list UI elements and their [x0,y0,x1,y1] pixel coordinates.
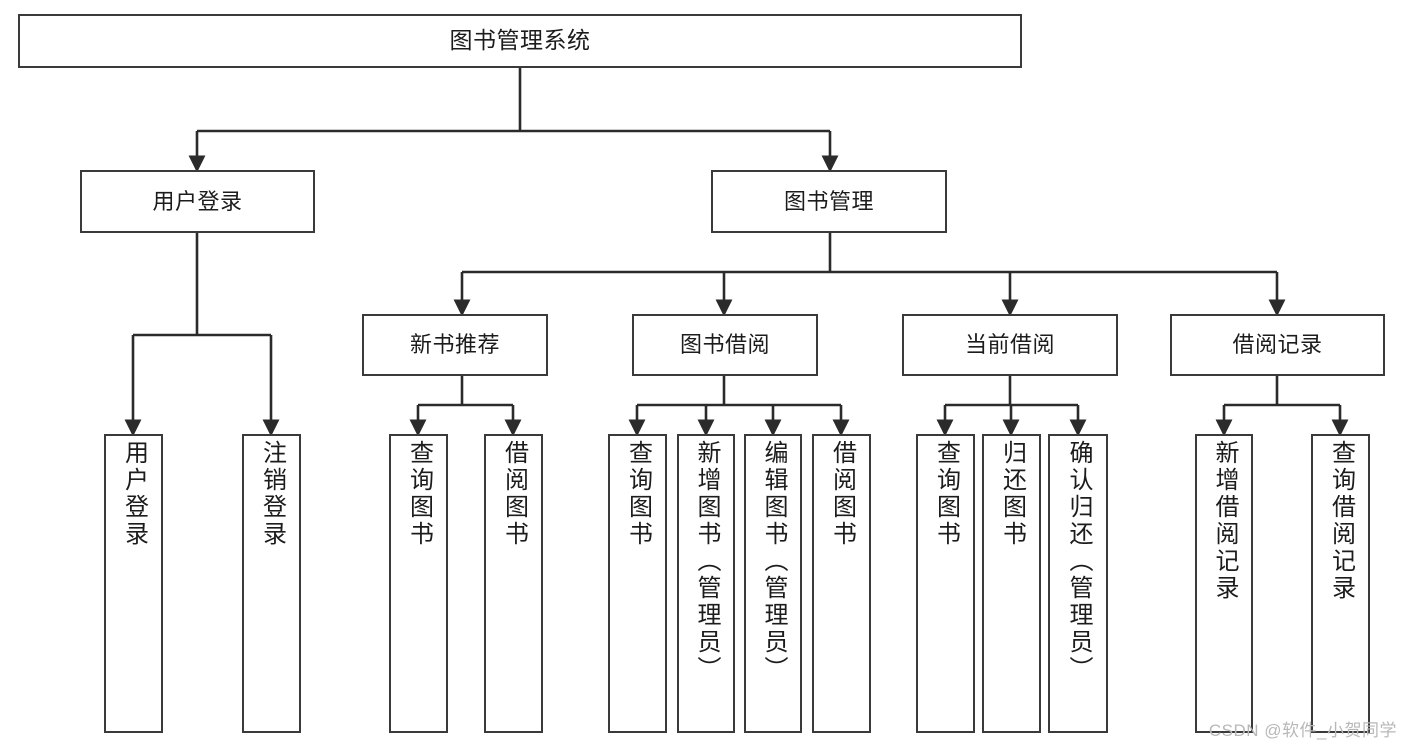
node-label: 新增图书（管理员） [693,440,720,683]
node-label: 用户登录 [120,440,148,548]
node-user-login[interactable]: 用户登录 [80,170,315,233]
node-label: 新书推荐 [409,332,500,358]
leaf-user-login-login[interactable]: 用户登录 [104,434,163,733]
leaf-borrow-edit-book[interactable]: 编辑图书（管理员） [744,434,802,733]
watermark-text: CSDN @软件_小贺同学 [1208,721,1397,740]
leaf-user-login-logout[interactable]: 注销登录 [242,434,301,733]
node-borrow-records[interactable]: 借阅记录 [1170,314,1385,376]
node-book-borrow[interactable]: 图书借阅 [632,314,818,376]
node-new-book-recommend[interactable]: 新书推荐 [362,314,548,376]
node-label: 查询图书 [405,440,433,548]
leaf-borrow-borrow-book[interactable]: 借阅图书 [812,434,871,733]
node-label: 查询借阅记录 [1327,440,1355,602]
leaf-borrow-query-book[interactable]: 查询图书 [608,434,667,733]
node-label: 当前借阅 [964,332,1055,358]
node-label: 确认归还（管理员） [1065,440,1092,683]
node-label: 借阅图书 [500,440,528,548]
node-label: 查询图书 [624,440,652,548]
leaf-current-confirm-return[interactable]: 确认归还（管理员） [1048,434,1108,733]
leaf-new-book-borrow[interactable]: 借阅图书 [484,434,543,733]
leaf-borrow-add-book[interactable]: 新增图书（管理员） [677,434,735,733]
node-label: 归还图书 [998,440,1026,548]
node-root-system[interactable]: 图书管理系统 [18,14,1022,68]
node-label: 图书借阅 [679,332,770,358]
leaf-records-add-record[interactable]: 新增借阅记录 [1195,434,1253,733]
leaf-current-return-book[interactable]: 归还图书 [982,434,1041,733]
node-label: 新增借阅记录 [1211,440,1238,602]
node-current-borrow[interactable]: 当前借阅 [902,314,1118,376]
node-label: 查询图书 [932,440,960,548]
node-label: 用户登录 [152,188,243,214]
leaf-new-book-query[interactable]: 查询图书 [389,434,448,733]
node-label: 图书管理 [783,188,874,214]
node-label: 编辑图书（管理员） [760,440,787,683]
node-label: 借阅记录 [1232,332,1323,358]
leaf-records-query-record[interactable]: 查询借阅记录 [1311,434,1370,733]
node-label: 图书管理系统 [449,27,591,54]
node-label: 注销登录 [258,440,286,548]
node-book-management[interactable]: 图书管理 [711,170,947,233]
node-label: 借阅图书 [828,440,856,548]
leaf-current-query-book[interactable]: 查询图书 [916,434,975,733]
